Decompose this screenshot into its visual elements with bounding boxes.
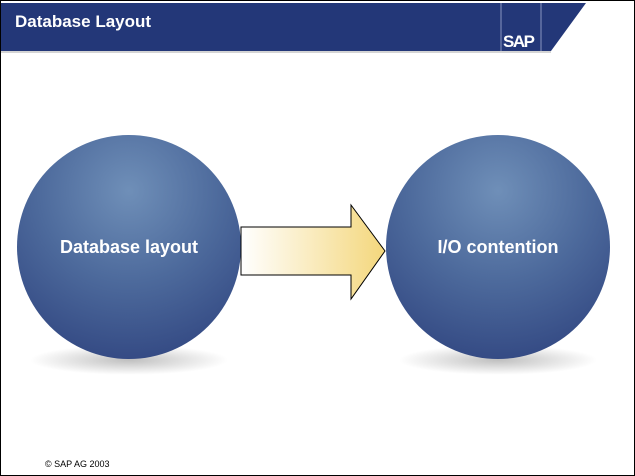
circle-label: I/O contention xyxy=(437,236,559,257)
header-banner: SAP xyxy=(1,3,586,53)
copyright: © SAP AG 2003 xyxy=(45,459,110,469)
page-title: Database Layout xyxy=(15,12,152,31)
circle-database-layout: Database layout xyxy=(17,135,241,359)
circle-label: Database layout xyxy=(59,236,199,257)
sap-logo: SAP xyxy=(503,32,535,51)
arrow-icon xyxy=(240,203,386,301)
circle-io-contention: I/O contention xyxy=(386,135,610,359)
